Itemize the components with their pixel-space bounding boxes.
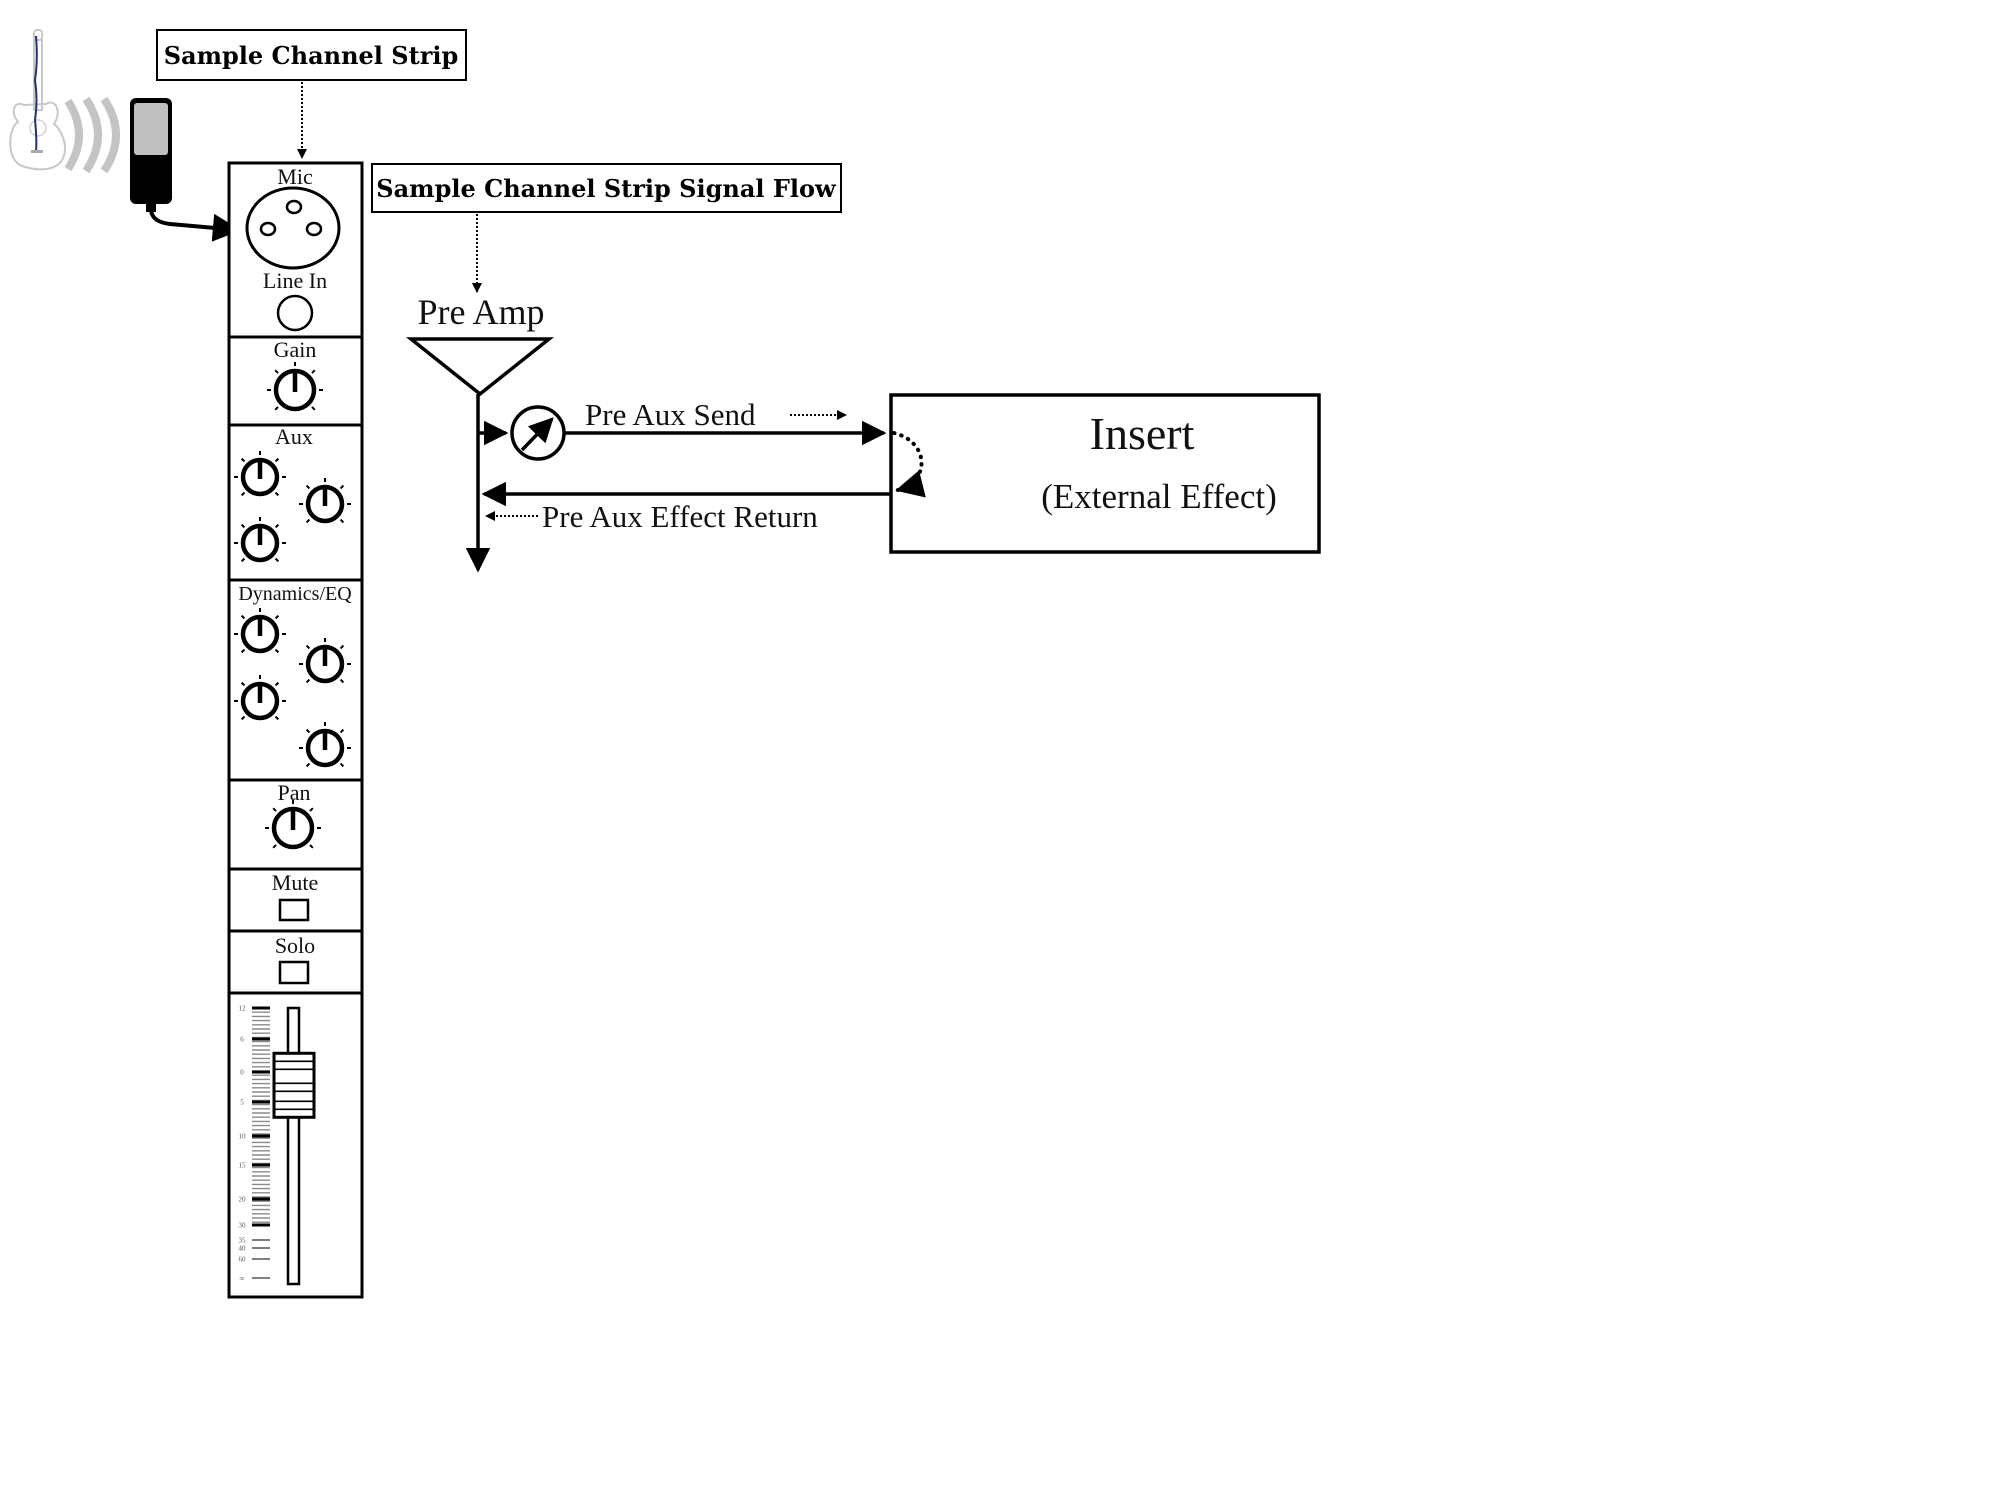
knob-tick [274, 523, 280, 529]
insert-title: Insert [1090, 408, 1195, 459]
eq-knob-3[interactable] [234, 675, 286, 721]
knob-tick [274, 369, 279, 374]
knob-tick [240, 614, 246, 620]
aux-knob-2[interactable] [299, 478, 351, 524]
knob-tick [339, 728, 345, 734]
knob-tick [305, 644, 311, 650]
knob-tick [240, 648, 246, 654]
fader-scale-label: ∞ [240, 1275, 245, 1283]
line-in-label: Line In [263, 268, 327, 293]
sound-waves-icon [64, 96, 120, 174]
aux-knob-1[interactable] [234, 451, 286, 497]
pan-knob[interactable] [265, 800, 321, 850]
mute-section: Mute [272, 870, 318, 922]
knob-tick [274, 457, 280, 463]
gain-label: Gain [274, 337, 317, 362]
knob-tick [305, 728, 311, 734]
knob-tick [274, 491, 280, 497]
knob-tick [240, 457, 246, 463]
aux-section: Aux [234, 424, 351, 563]
channel-strip-title: Sample Channel Strip [164, 41, 459, 70]
fader-track [286, 1006, 301, 1286]
pre-aux-send-label: Pre Aux Send [585, 397, 756, 432]
knob-tick [240, 557, 246, 563]
knob-tick [305, 678, 311, 684]
eq-knob-2[interactable] [299, 638, 351, 684]
fader-scale-label: 12 [239, 1005, 247, 1013]
insert-box: Insert (External Effect) [889, 393, 1321, 554]
knob-tick [240, 491, 246, 497]
knob-tick [339, 762, 345, 768]
knob-tick [274, 648, 280, 654]
knob-tick [339, 678, 345, 684]
knob-tick [305, 762, 311, 768]
knob-tick [274, 557, 280, 563]
dynamics-eq-label: Dynamics/EQ [238, 583, 352, 605]
mute-button[interactable] [278, 898, 310, 922]
xlr-input-jack[interactable] [245, 186, 341, 270]
fader-scale-label: 15 [239, 1162, 247, 1170]
knob-tick [274, 406, 279, 411]
dynamics-eq-section: Dynamics/EQ [234, 583, 352, 768]
eq-knob-1[interactable] [234, 608, 286, 654]
fader-scale-label: 0 [240, 1069, 244, 1077]
pre-aux-return-label: Pre Aux Effect Return [542, 499, 818, 534]
input-section: Mic Line In [245, 164, 341, 332]
knob-tick [339, 484, 345, 490]
fader-scale-label: 5 [240, 1099, 244, 1107]
signal-flow-title: Sample Channel Strip Signal Flow [376, 174, 837, 203]
acoustic-guitar-icon [9, 29, 66, 171]
insert-subtitle: (External Effect) [1041, 477, 1276, 516]
channel-strip-title-box: Sample Channel Strip [156, 29, 467, 81]
fader-scale-label: 6 [240, 1036, 244, 1044]
pan-section: Pan [265, 780, 321, 850]
knob-tick [311, 369, 316, 374]
aux-knob-3[interactable] [234, 517, 286, 563]
eq-knob-4[interactable] [299, 722, 351, 768]
knob-tick [272, 844, 277, 849]
fader-scale-label: 10 [239, 1133, 247, 1141]
fader-cap[interactable] [272, 1051, 316, 1119]
fader-scale-label: 20 [239, 1196, 247, 1204]
line-in-jack[interactable] [276, 294, 314, 332]
knob-tick [339, 644, 345, 650]
send-level-icon [510, 405, 566, 461]
knob-tick [272, 807, 277, 812]
knob-tick [311, 406, 316, 411]
fader-cap-body [272, 1051, 316, 1119]
knob-tick [240, 523, 246, 529]
pre-amp-label: Pre Amp [417, 292, 544, 332]
knob-tick [305, 484, 311, 490]
pre-amp-triangle-icon [405, 337, 555, 397]
gain-section: Gain [267, 337, 323, 412]
fader-scale-label: 60 [239, 1256, 247, 1264]
knob-tick [305, 518, 311, 524]
aux-label: Aux [275, 424, 313, 449]
knob-tick [274, 715, 280, 721]
knob-tick [274, 681, 280, 687]
solo-label: Solo [275, 933, 315, 958]
solo-button[interactable] [278, 960, 310, 985]
fader-scale-label: 30 [239, 1222, 247, 1230]
mute-label: Mute [272, 870, 318, 895]
gain-knob[interactable] [267, 362, 323, 412]
knob-tick [240, 681, 246, 687]
knob-tick [274, 614, 280, 620]
knob-tick [309, 807, 314, 812]
knob-tick [339, 518, 345, 524]
solo-section: Solo [275, 933, 315, 985]
fader-scale-label: 40 [239, 1245, 247, 1253]
knob-tick [309, 844, 314, 849]
fader-scale-label: 35 [239, 1237, 247, 1245]
signal-flow-title-box: Sample Channel Strip Signal Flow [371, 163, 842, 213]
mic-label: Mic [277, 164, 313, 189]
mic-cable [149, 209, 241, 242]
microphone-icon [130, 98, 172, 212]
knob-tick [240, 715, 246, 721]
